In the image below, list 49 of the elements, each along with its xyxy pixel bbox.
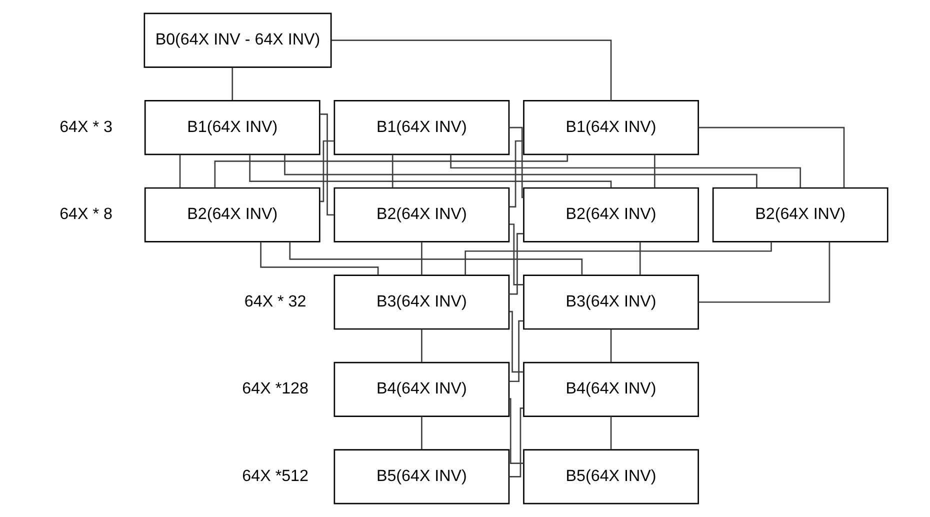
connector — [610, 329, 612, 362]
connector — [509, 408, 524, 478]
node-box: B2(64X INV) — [144, 187, 320, 242]
node-box: B3(64X INV) — [334, 274, 510, 330]
node-box: B3(64X INV) — [523, 274, 699, 330]
node-box: B0(64X INV - 64X INV) — [144, 12, 332, 68]
connector — [179, 154, 181, 188]
node-box: B2(64X INV) — [523, 187, 699, 242]
connector — [464, 242, 772, 275]
node-box: B1(64X INV) — [144, 100, 320, 156]
connector — [392, 154, 394, 188]
connector — [421, 242, 422, 275]
node-box: B5(64X INV) — [523, 449, 699, 504]
node-box: B1(64X INV) — [334, 100, 510, 156]
label: 64X * 8 — [60, 205, 112, 224]
connector — [421, 416, 422, 450]
label: 64X * 32 — [244, 292, 306, 310]
connector — [421, 329, 422, 362]
node-box: B4(64X INV) — [334, 362, 510, 417]
connector — [289, 242, 583, 276]
connector — [509, 224, 524, 286]
node-box: B4(64X INV) — [523, 362, 699, 417]
connector — [249, 155, 612, 188]
connector — [509, 140, 524, 208]
node-box: B5(64X INV) — [334, 449, 510, 504]
connector — [698, 242, 830, 303]
connector — [509, 398, 524, 464]
connector — [509, 310, 524, 373]
connector — [509, 320, 524, 382]
node-box: B1(64X INV) — [523, 100, 699, 156]
connector — [284, 154, 758, 188]
connector — [260, 242, 379, 275]
connector — [320, 113, 334, 216]
connector — [232, 67, 234, 100]
connector — [331, 40, 612, 100]
connector — [509, 232, 524, 295]
connector — [639, 242, 641, 275]
label: 64X *128 — [242, 380, 308, 398]
connector — [698, 126, 845, 188]
connector — [508, 126, 524, 198]
connector — [450, 154, 802, 188]
label: 64X *512 — [242, 466, 308, 485]
connector — [610, 416, 612, 450]
connector — [654, 154, 656, 188]
node-box: B2(64X INV) — [334, 187, 510, 242]
node-box: B2(64X INV) — [712, 187, 888, 242]
connector — [320, 140, 334, 202]
label: 64X * 3 — [60, 118, 112, 136]
connector — [214, 154, 568, 188]
